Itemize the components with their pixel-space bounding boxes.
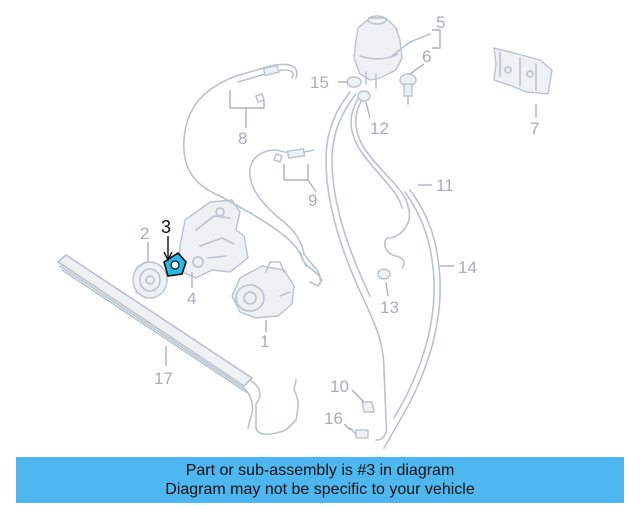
- callout-labels: 1 2 3 4 5 6 7 8 9 10 11 12 13 14 15 16 1…: [140, 13, 539, 428]
- part-4-bracket: [177, 199, 249, 279]
- callout-15: 15: [310, 73, 329, 92]
- callout-8: 8: [238, 129, 247, 148]
- banner-line-disclaimer: Diagram may not be specific to your vehi…: [165, 481, 475, 498]
- part-15-clamp: [346, 76, 362, 88]
- info-banner: Part or sub-assembly is #3 in diagram Di…: [16, 457, 624, 503]
- callout-1: 1: [260, 332, 269, 351]
- part-11-hose: [325, 91, 411, 441]
- part-17-cooler: [56, 254, 299, 436]
- part-9-hose: [249, 148, 322, 285]
- part-7-bracket: [493, 47, 553, 95]
- callout-4: 4: [187, 289, 196, 308]
- callout-2: 2: [140, 224, 149, 243]
- part-1-pump: [231, 261, 295, 319]
- part-12-clamp: [357, 90, 371, 102]
- parts-diagram: 1 2 3 4 5 6 7 8 9 10 11 12 13 14 15 16 1…: [56, 13, 553, 449]
- callout-11: 11: [436, 176, 454, 195]
- callout-6: 6: [422, 47, 431, 66]
- callout-17: 17: [154, 369, 173, 388]
- callout-7: 7: [530, 119, 539, 138]
- callout-10: 10: [330, 377, 349, 396]
- part-8-hose: [183, 63, 323, 287]
- callout-14: 14: [458, 258, 477, 277]
- part-16-fitting: [349, 427, 369, 439]
- part-3-gasket: [163, 251, 187, 277]
- part-10-bolt: [361, 401, 375, 413]
- part-2-pulley: [132, 261, 168, 299]
- part-13-clamp: [377, 268, 391, 280]
- callout-12: 12: [370, 119, 389, 138]
- callout-13: 13: [380, 298, 399, 317]
- part-6-sensor: [399, 73, 417, 105]
- part-5-reservoir: [353, 15, 431, 89]
- callout-9: 9: [308, 191, 317, 210]
- callout-16: 16: [324, 409, 343, 428]
- part-14-hose: [383, 189, 441, 449]
- leader-lines: [147, 29, 537, 431]
- callout-3: 3: [161, 217, 171, 237]
- callout-5: 5: [436, 13, 445, 32]
- banner-line-part: Part or sub-assembly is #3 in diagram: [185, 462, 455, 479]
